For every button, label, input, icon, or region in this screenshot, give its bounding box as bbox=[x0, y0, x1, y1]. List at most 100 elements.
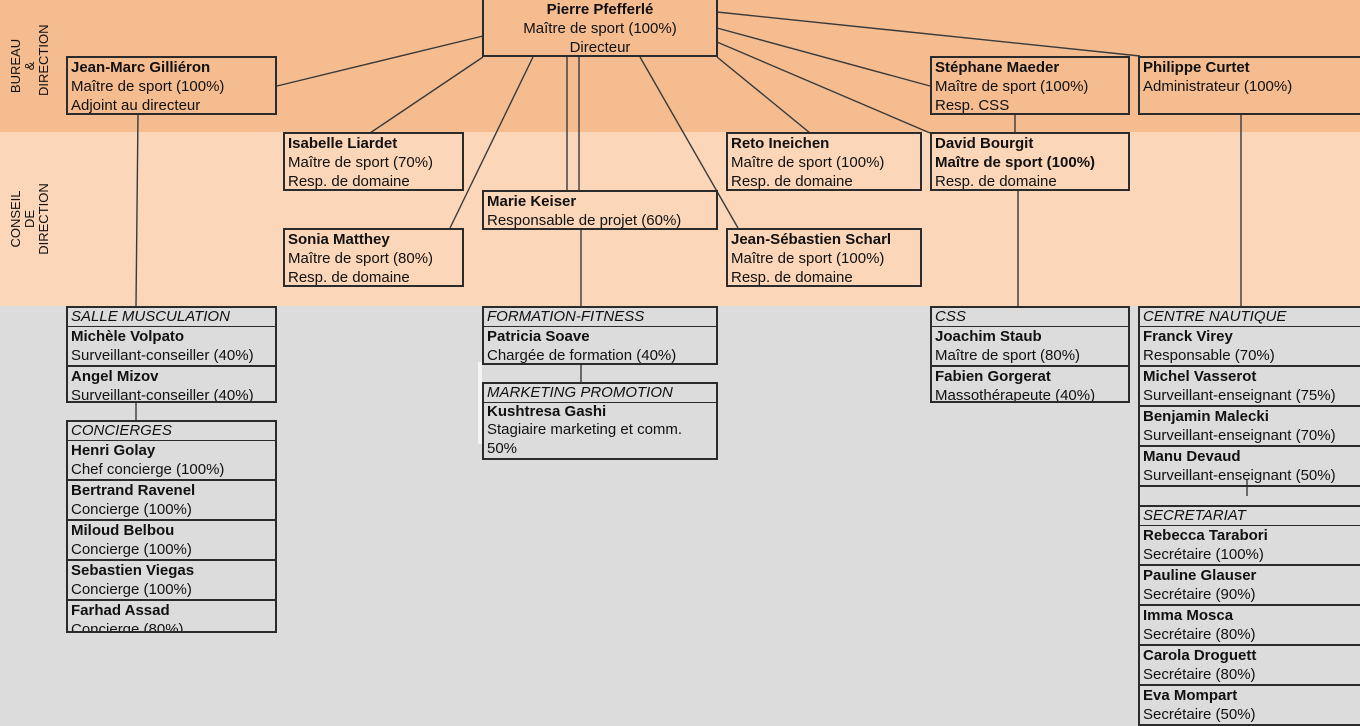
member-name: Rebecca Tarabori bbox=[1143, 527, 1268, 544]
ineichen-role: Maître de sport (100%) bbox=[731, 154, 885, 171]
member-role: Concierge (100%) bbox=[71, 581, 192, 598]
member-name: Miloud Belbou bbox=[71, 522, 175, 539]
list-item: Farhad Assad Concierge (80%) bbox=[68, 601, 275, 633]
divider bbox=[1140, 487, 1360, 507]
member-name: Kushtresa Gashi bbox=[487, 403, 607, 420]
member-role: Secrétaire (80%) bbox=[1143, 626, 1256, 643]
scharl-role: Maître de sport (100%) bbox=[731, 250, 885, 267]
director-box: Pierre Pfefferlé Maître de sport (100%) … bbox=[482, 0, 718, 57]
member-role: Secrétaire (100%) bbox=[1143, 546, 1264, 563]
member-name: Manu Devaud bbox=[1143, 448, 1241, 465]
list-item: Michel Vasserot Surveillant-enseignant (… bbox=[1140, 367, 1360, 407]
member-role: Chargée de formation (40%) bbox=[487, 347, 677, 364]
member-name: Michel Vasserot bbox=[1143, 368, 1257, 385]
band-departments bbox=[0, 306, 1360, 707]
bourgit-title: Resp. de domaine bbox=[935, 173, 1057, 190]
dept-css: CSS Joachim Staub Maître de sport (80%) … bbox=[930, 306, 1130, 403]
member-rate: 50% bbox=[487, 440, 518, 457]
band-conseil-direction bbox=[0, 132, 1360, 306]
liardet-box: Isabelle Liardet Maître de sport (70%) R… bbox=[283, 132, 464, 191]
member-role: Secrétaire (90%) bbox=[1143, 586, 1256, 603]
matthey-box: Sonia Matthey Maître de sport (80%) Resp… bbox=[283, 228, 464, 287]
member-name: Sebastien Viegas bbox=[71, 562, 195, 579]
dept-header: CONCIERGES bbox=[68, 422, 275, 441]
member-name: Bertrand Ravenel bbox=[71, 482, 196, 499]
keiser-name: Marie Keiser bbox=[487, 193, 577, 210]
member-role: Surveillant-conseiller (40%) bbox=[71, 387, 254, 403]
admin-name: Philippe Curtet bbox=[1143, 59, 1250, 76]
liardet-role: Maître de sport (70%) bbox=[288, 154, 434, 171]
list-item: Manu Devaud Surveillant-enseignant (50%) bbox=[1140, 447, 1360, 487]
bourgit-name: David Bourgit bbox=[935, 135, 1034, 152]
css-head-title: Resp. CSS bbox=[935, 97, 1010, 114]
list-item: Henri Golay Chef concierge (100%) bbox=[68, 441, 275, 481]
member-name: Farhad Assad bbox=[71, 602, 170, 619]
admin-role: Administrateur (100%) bbox=[1143, 78, 1293, 95]
list-item: Franck Virey Responsable (70%) bbox=[1140, 327, 1360, 367]
list-item: Miloud Belbou Concierge (100%) bbox=[68, 521, 275, 561]
member-role: Concierge (100%) bbox=[71, 541, 192, 558]
list-item: Eva Mompart Secrétaire (50%) bbox=[1140, 686, 1360, 724]
list-item: Pauline Glauser Secrétaire (90%) bbox=[1140, 566, 1360, 606]
admin-box: Philippe Curtet Administrateur (100%) bbox=[1138, 56, 1360, 115]
member-name: Carola Droguett bbox=[1143, 647, 1257, 664]
member-role: Massothérapeute (40%) bbox=[935, 387, 1096, 403]
list-item: Angel Mizov Surveillant-conseiller (40%) bbox=[68, 367, 275, 403]
keiser-box: Marie Keiser Responsable de projet (60%) bbox=[482, 190, 718, 230]
member-name: Fabien Gorgerat bbox=[935, 368, 1051, 385]
adjoint-box: Jean-Marc Gilliéron Maître de sport (100… bbox=[66, 56, 277, 115]
list-item: Carola Droguett Secrétaire (80%) bbox=[1140, 646, 1360, 686]
member-role: Concierge (80%) bbox=[71, 621, 184, 633]
matthey-name: Sonia Matthey bbox=[288, 231, 390, 248]
member-name: Patricia Soave bbox=[487, 328, 590, 345]
member-name: Angel Mizov bbox=[71, 368, 159, 385]
member-name: Michèle Volpato bbox=[71, 328, 185, 345]
matthey-title: Resp. de domaine bbox=[288, 269, 410, 286]
list-item: Kushtresa Gashi Stagiaire marketing et c… bbox=[484, 403, 716, 458]
member-name: Joachim Staub bbox=[935, 328, 1042, 345]
dept-header-secretariat: SECRETARIAT bbox=[1140, 507, 1360, 526]
dept-marketing-promotion: MARKETING PROMOTION Kushtresa Gashi Stag… bbox=[482, 382, 718, 460]
dept-header: FORMATION-FITNESS bbox=[484, 308, 716, 327]
ineichen-title: Resp. de domaine bbox=[731, 173, 853, 190]
member-role: Responsable (70%) bbox=[1143, 347, 1275, 364]
member-role: Maître de sport (80%) bbox=[935, 347, 1081, 364]
band-bureau-direction bbox=[0, 0, 1360, 132]
director-name: Pierre Pfefferlé bbox=[546, 1, 654, 18]
css-head-name: Stéphane Maeder bbox=[935, 59, 1060, 76]
director-role: Maître de sport (100%) bbox=[523, 20, 677, 37]
member-name: Benjamin Malecki bbox=[1143, 408, 1269, 425]
dept-concierges: CONCIERGES Henri Golay Chef concierge (1… bbox=[66, 420, 277, 633]
liardet-name: Isabelle Liardet bbox=[288, 135, 398, 152]
bourgit-box: David Bourgit Maître de sport (100%) Res… bbox=[930, 132, 1130, 191]
scharl-title: Resp. de domaine bbox=[731, 269, 853, 286]
member-name: Franck Virey bbox=[1143, 328, 1233, 345]
css-head-box: Stéphane Maeder Maître de sport (100%) R… bbox=[930, 56, 1130, 115]
dept-header: MARKETING PROMOTION bbox=[484, 384, 716, 403]
dept-centre-nautique: CENTRE NAUTIQUE Franck Virey Responsable… bbox=[1138, 306, 1360, 726]
list-item: Michèle Volpato Surveillant-conseiller (… bbox=[68, 327, 275, 367]
adjoint-role: Maître de sport (100%) bbox=[71, 78, 225, 95]
member-role: Surveillant-conseiller (40%) bbox=[71, 347, 254, 364]
dept-header: CSS bbox=[932, 308, 1128, 327]
member-name: Imma Mosca bbox=[1143, 607, 1234, 624]
ineichen-box: Reto Ineichen Maître de sport (100%) Res… bbox=[726, 132, 922, 191]
member-role: Surveillant-enseignant (75%) bbox=[1143, 387, 1336, 404]
member-role: Concierge (100%) bbox=[71, 501, 192, 518]
matthey-role: Maître de sport (80%) bbox=[288, 250, 434, 267]
director-title: Directeur bbox=[569, 39, 631, 56]
member-role: Secrétaire (50%) bbox=[1143, 706, 1256, 723]
keiser-role: Responsable de projet (60%) bbox=[487, 212, 682, 229]
bourgit-role: Maître de sport (100%) bbox=[935, 154, 1096, 171]
member-role: Secrétaire (80%) bbox=[1143, 666, 1256, 683]
member-name: Eva Mompart bbox=[1143, 687, 1238, 704]
list-item: Imma Mosca Secrétaire (80%) bbox=[1140, 606, 1360, 646]
member-name: Henri Golay bbox=[71, 442, 156, 459]
css-head-role: Maître de sport (100%) bbox=[935, 78, 1089, 95]
liardet-title: Resp. de domaine bbox=[288, 173, 410, 190]
dept-header: CENTRE NAUTIQUE bbox=[1140, 308, 1360, 327]
member-role: Surveillant-enseignant (50%) bbox=[1143, 467, 1336, 484]
dept-salle-musculation: SALLE MUSCULATION Michèle Volpato Survei… bbox=[66, 306, 277, 403]
list-item: Sebastien Viegas Concierge (100%) bbox=[68, 561, 275, 601]
list-item: Joachim Staub Maître de sport (80%) bbox=[932, 327, 1128, 367]
